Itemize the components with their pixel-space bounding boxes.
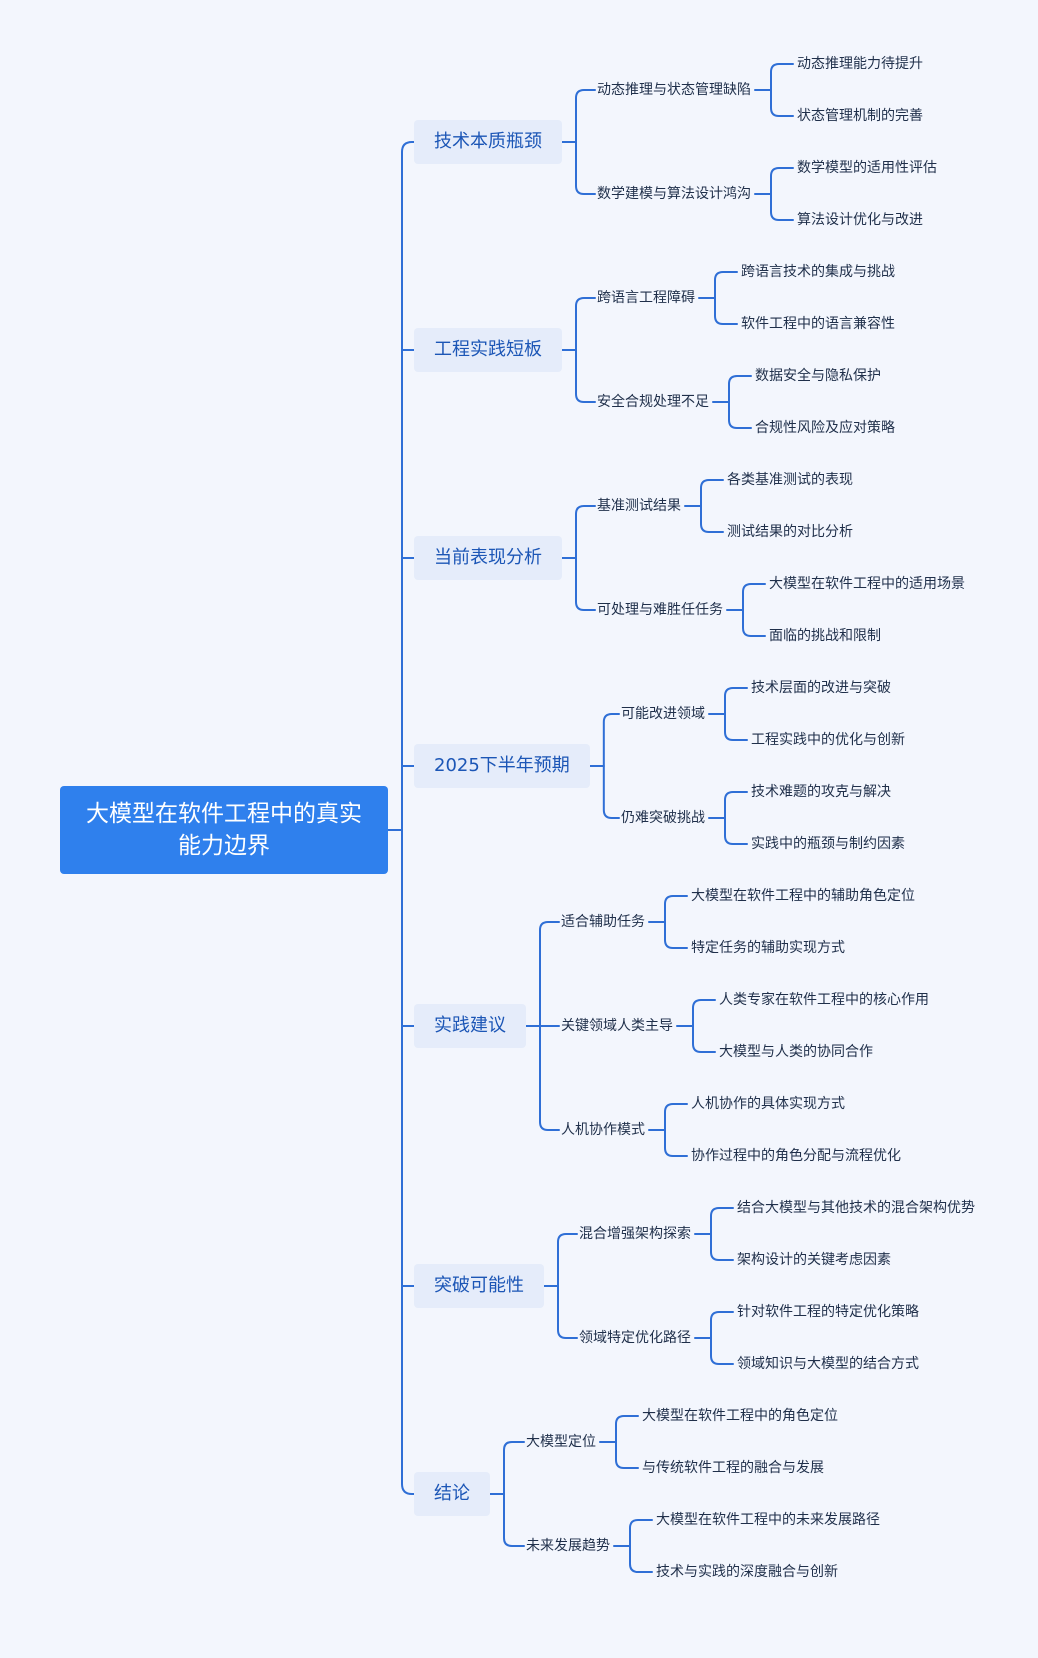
- leaf-topic[interactable]: 协作过程中的角色分配与流程优化: [691, 1148, 901, 1164]
- connector-line: [575, 505, 596, 611]
- connector-line: [770, 63, 794, 117]
- branch-topic[interactable]: 实践建议: [414, 1004, 526, 1048]
- connector-line: [714, 271, 738, 325]
- root-topic[interactable]: 大模型在软件工程中的真实能力边界: [60, 786, 388, 874]
- leaf-topic[interactable]: 架构设计的关键考虑因素: [737, 1252, 891, 1268]
- leaf-topic[interactable]: 大模型在软件工程中的角色定位: [642, 1408, 838, 1424]
- leaf-topic[interactable]: 数据安全与隐私保护: [755, 368, 881, 384]
- leaf-topic[interactable]: 人类专家在软件工程中的核心作用: [719, 992, 929, 1008]
- leaf-topic[interactable]: 大模型在软件工程中的辅助角色定位: [691, 888, 915, 904]
- connector-line: [664, 895, 688, 949]
- subtopic[interactable]: 可能改进领域: [621, 706, 705, 722]
- connector-line: [724, 791, 748, 845]
- leaf-topic[interactable]: 动态推理能力待提升: [797, 56, 923, 72]
- leaf-topic[interactable]: 大模型在软件工程中的适用场景: [769, 576, 965, 592]
- branch-topic[interactable]: 突破可能性: [414, 1264, 544, 1308]
- leaf-topic[interactable]: 合规性风险及应对策略: [755, 420, 895, 436]
- connector-line: [615, 1415, 639, 1469]
- leaf-topic[interactable]: 特定任务的辅助实现方式: [691, 940, 845, 956]
- leaf-topic[interactable]: 大模型与人类的协同合作: [719, 1044, 873, 1060]
- branch-topic[interactable]: 2025下半年预期: [414, 744, 590, 788]
- leaf-topic[interactable]: 软件工程中的语言兼容性: [741, 316, 895, 332]
- subtopic[interactable]: 动态推理与状态管理缺陷: [597, 82, 751, 98]
- leaf-topic[interactable]: 针对软件工程的特定优化策略: [737, 1304, 919, 1320]
- connector-line: [503, 1441, 525, 1547]
- branch-topic[interactable]: 工程实践短板: [414, 328, 562, 372]
- subtopic[interactable]: 关键领域人类主导: [561, 1018, 673, 1034]
- connector-line: [710, 1207, 734, 1261]
- branch-topic[interactable]: 当前表现分析: [414, 536, 562, 580]
- connector-line: [401, 141, 415, 1495]
- leaf-topic[interactable]: 技术与实践的深度融合与创新: [656, 1564, 838, 1580]
- subtopic[interactable]: 跨语言工程障碍: [597, 290, 695, 306]
- leaf-topic[interactable]: 数学模型的适用性评估: [797, 160, 937, 176]
- connector-line: [664, 1103, 688, 1157]
- leaf-topic[interactable]: 大模型在软件工程中的未来发展路径: [656, 1512, 880, 1528]
- subtopic[interactable]: 可处理与难胜任任务: [597, 602, 723, 618]
- subtopic[interactable]: 人机协作模式: [561, 1122, 645, 1138]
- branch-topic[interactable]: 结论: [414, 1472, 490, 1516]
- connector-line: [710, 1311, 734, 1365]
- subtopic[interactable]: 未来发展趋势: [526, 1538, 610, 1554]
- connector-line: [742, 583, 766, 637]
- subtopic[interactable]: 数学建模与算法设计鸿沟: [597, 186, 751, 202]
- connector-line: [692, 999, 716, 1053]
- leaf-topic[interactable]: 与传统软件工程的融合与发展: [642, 1460, 824, 1476]
- subtopic[interactable]: 基准测试结果: [597, 498, 681, 514]
- leaf-topic[interactable]: 技术难题的攻克与解决: [751, 784, 891, 800]
- subtopic[interactable]: 安全合规处理不足: [597, 394, 709, 410]
- leaf-topic[interactable]: 实践中的瓶颈与制约因素: [751, 836, 905, 852]
- leaf-topic[interactable]: 面临的挑战和限制: [769, 628, 881, 644]
- subtopic[interactable]: 仍难突破挑战: [621, 810, 705, 826]
- connector-line: [770, 167, 794, 221]
- leaf-topic[interactable]: 测试结果的对比分析: [727, 524, 853, 540]
- connector-line: [557, 1233, 578, 1339]
- subtopic[interactable]: 适合辅助任务: [561, 914, 645, 930]
- leaf-topic[interactable]: 人机协作的具体实现方式: [691, 1096, 845, 1112]
- connector-line: [724, 687, 748, 741]
- leaf-topic[interactable]: 工程实践中的优化与创新: [751, 732, 905, 748]
- leaf-topic[interactable]: 各类基准测试的表现: [727, 472, 853, 488]
- leaf-topic[interactable]: 状态管理机制的完善: [797, 108, 923, 124]
- connector-line: [602, 713, 620, 819]
- branch-topic[interactable]: 技术本质瓶颈: [414, 120, 562, 164]
- subtopic[interactable]: 领域特定优化路径: [579, 1330, 691, 1346]
- leaf-topic[interactable]: 领域知识与大模型的结合方式: [737, 1356, 919, 1372]
- leaf-topic[interactable]: 算法设计优化与改进: [797, 212, 923, 228]
- connector-line: [728, 375, 752, 429]
- connector-line: [629, 1519, 653, 1573]
- subtopic[interactable]: 混合增强架构探索: [579, 1226, 691, 1242]
- leaf-topic[interactable]: 技术层面的改进与突破: [751, 680, 891, 696]
- leaf-topic[interactable]: 结合大模型与其他技术的混合架构优势: [737, 1200, 975, 1216]
- subtopic[interactable]: 大模型定位: [526, 1434, 596, 1450]
- connector-line: [575, 297, 596, 403]
- leaf-topic[interactable]: 跨语言技术的集成与挑战: [741, 264, 895, 280]
- connector-line: [700, 479, 724, 533]
- connector-line: [575, 89, 596, 195]
